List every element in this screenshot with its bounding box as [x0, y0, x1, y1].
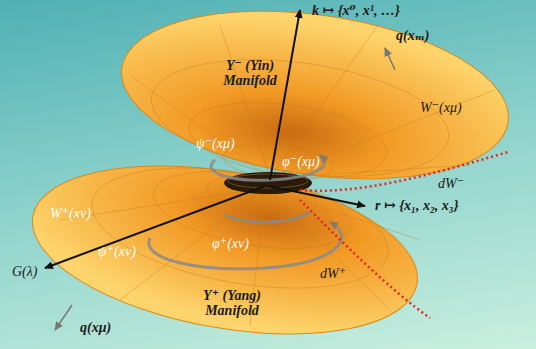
differential-label: dW⁺ [320, 266, 346, 281]
manifold-name: Y⁺ (Yang) Manifold [182, 288, 282, 319]
field-label: W⁻(xμ) [420, 100, 462, 115]
axis-label: k ↦ {x⁰, x¹, …} [312, 3, 400, 18]
axis-label: r ↦ {x₁, x₂, x₃} [375, 198, 459, 213]
vector-label: q(xμ) [80, 320, 111, 335]
differential-label: dW⁻ [438, 176, 464, 191]
vector-label: q(xₘ) [396, 28, 430, 43]
operator-label: G(λ) [12, 264, 38, 279]
field-label: φ⁺(xν) [212, 236, 249, 251]
manifold-name: Y⁻ (Yin) Manifold [205, 58, 295, 89]
field-label: ψ⁻(xμ) [196, 136, 235, 151]
field-label: ψ⁺(xν) [98, 244, 136, 259]
field-label: φ⁻(xμ) [282, 154, 320, 169]
field-label: W⁺(xν) [50, 206, 91, 221]
